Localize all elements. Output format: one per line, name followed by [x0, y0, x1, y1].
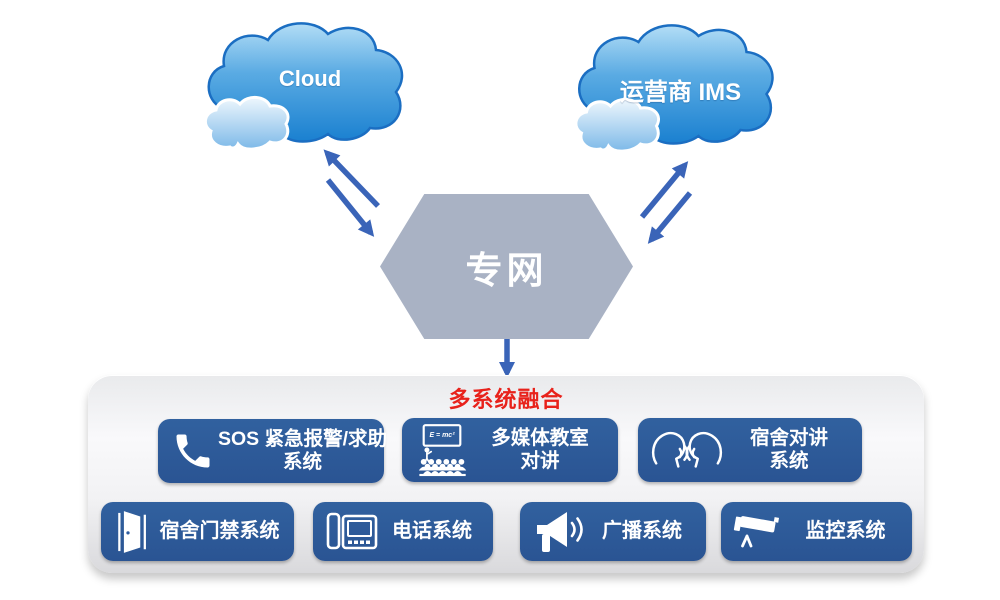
system-box-label: 电话系统	[392, 519, 472, 542]
cloud-node-left: Cloud	[190, 14, 430, 164]
private-network-hexagon: 专网	[380, 194, 633, 339]
cloud-icon	[574, 24, 774, 153]
arrow-hexagon-to-left-cloud	[323, 149, 380, 208]
arrow-right-cloud-to-hexagon	[647, 191, 693, 244]
system-box-surveillance: 监控系统	[721, 502, 912, 561]
open-door-icon	[111, 509, 155, 555]
desk-phone-icon	[323, 509, 381, 555]
cloud-right-label: 运营商 IMS	[619, 79, 742, 106]
small-cloud-shape	[203, 96, 290, 151]
system-box-door-access: 宿舍门禁系统	[101, 502, 294, 561]
system-box-label: 多媒体教室 对讲	[491, 427, 589, 472]
intercom-faces-icon	[648, 426, 726, 474]
arrow-left-cloud-to-hexagon	[325, 178, 375, 237]
system-box-label: 宿舍对讲 系统	[749, 427, 828, 472]
system-box-telephone: 电话系统	[313, 502, 493, 561]
system-box-sos-alarm: SOS 紧急报警/求助 系统	[158, 419, 388, 483]
system-box-label: 监控系统	[805, 519, 886, 542]
cloud-icon	[203, 22, 404, 151]
megaphone-icon	[530, 507, 588, 557]
system-box-label: 广播系统	[602, 519, 682, 542]
cloud-node-right: 运营商 IMS	[558, 16, 803, 166]
multimedia-classroom-icon: E = mc²	[412, 423, 472, 477]
phone-handset-icon	[168, 429, 218, 473]
cctv-camera-icon	[731, 509, 789, 555]
system-box-broadcast: 广播系统	[520, 502, 706, 561]
cloud-left-label: Cloud	[278, 66, 342, 91]
hexagon-label: 专网	[465, 249, 548, 291]
small-cloud-shape	[574, 98, 660, 153]
system-box-dorm-intercom: 宿舍对讲 系统	[638, 418, 862, 482]
system-box-label: 宿舍门禁系统	[159, 519, 280, 542]
system-box-label: SOS 紧急报警/求助 系统	[218, 428, 388, 473]
arrow-hexagon-to-right-cloud	[639, 161, 689, 219]
system-box-multimedia-classroom: E = mc² 多	[402, 418, 618, 482]
fusion-title: 多系统融合	[448, 387, 564, 412]
board-formula: E = mc²	[429, 432, 455, 439]
